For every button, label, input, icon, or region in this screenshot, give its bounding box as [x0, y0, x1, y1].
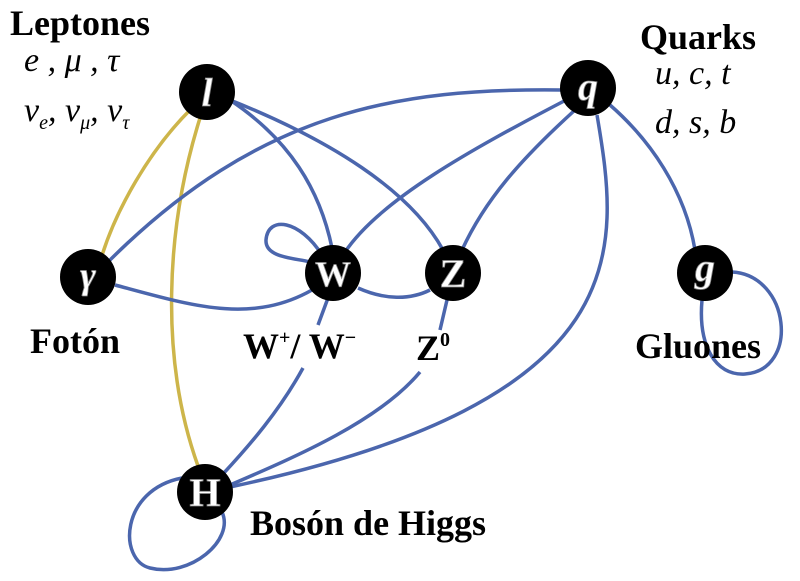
gluons-label: Gluones — [635, 326, 762, 366]
loop-H — [127, 476, 226, 572]
w-plus-sup: + — [279, 327, 291, 349]
loop-g — [699, 270, 784, 376]
w-plus: W — [243, 326, 279, 366]
z-sup: 0 — [440, 329, 451, 351]
node-Z: Z — [425, 245, 481, 301]
edge-Z-H — [229, 299, 449, 487]
edge-q-Z — [460, 108, 577, 251]
edge-W-H — [220, 297, 330, 477]
edge-q-H — [229, 114, 609, 489]
w-minus: / W — [290, 326, 345, 366]
edge-l-W — [229, 98, 334, 249]
quarks-down: d, s, b — [655, 104, 737, 141]
node-gamma: γ — [60, 249, 116, 305]
leptons-neutrinos: νe, νμ, ντ — [24, 92, 130, 134]
edge-l-H — [169, 117, 202, 467]
z-label: Z0 — [416, 327, 450, 369]
node-gamma-symbol: γ — [80, 255, 96, 297]
node-q-symbol: q — [578, 64, 598, 109]
node-q: q — [560, 60, 616, 116]
photon-label: Fotón — [30, 321, 120, 361]
node-W: W — [305, 245, 361, 301]
node-g: g — [677, 245, 733, 301]
w-label: W+/ W− — [243, 325, 356, 367]
w-minus-sup: − — [344, 327, 357, 349]
nu-mu-sub: μ — [80, 112, 91, 134]
z-text: Z — [416, 328, 441, 368]
node-H-symbol: H — [189, 470, 220, 515]
node-l: l — [179, 64, 235, 120]
quarks-title: Quarks — [640, 17, 757, 57]
node-g-symbol: g — [694, 245, 715, 290]
node-H: H — [177, 464, 233, 520]
nu-tau-sub: τ — [122, 112, 130, 134]
edge-W-Z — [357, 286, 431, 299]
node-Z-symbol: Z — [440, 251, 467, 296]
edge-gamma-W — [114, 283, 313, 311]
loop-W — [264, 222, 324, 264]
quarks-up: u, c, t — [655, 55, 731, 92]
edge-q-W — [343, 98, 567, 253]
edge-q-gamma — [106, 88, 563, 264]
nu-e-sub: e — [39, 112, 48, 134]
edge-q-g — [608, 103, 697, 251]
nu-e: ν — [24, 92, 40, 129]
leptons-title: Leptones — [10, 3, 151, 43]
nu-mu: ν — [64, 92, 81, 129]
node-l-symbol: l — [201, 70, 213, 115]
node-W-symbol: W — [315, 254, 351, 294]
edge-l-Z — [229, 98, 445, 251]
leptons-charged: e , μ , τ — [24, 42, 120, 79]
higgs-label: Bosón de Higgs — [250, 503, 487, 543]
nu-tau: ν — [107, 92, 123, 129]
edge-l-gamma — [98, 108, 192, 263]
